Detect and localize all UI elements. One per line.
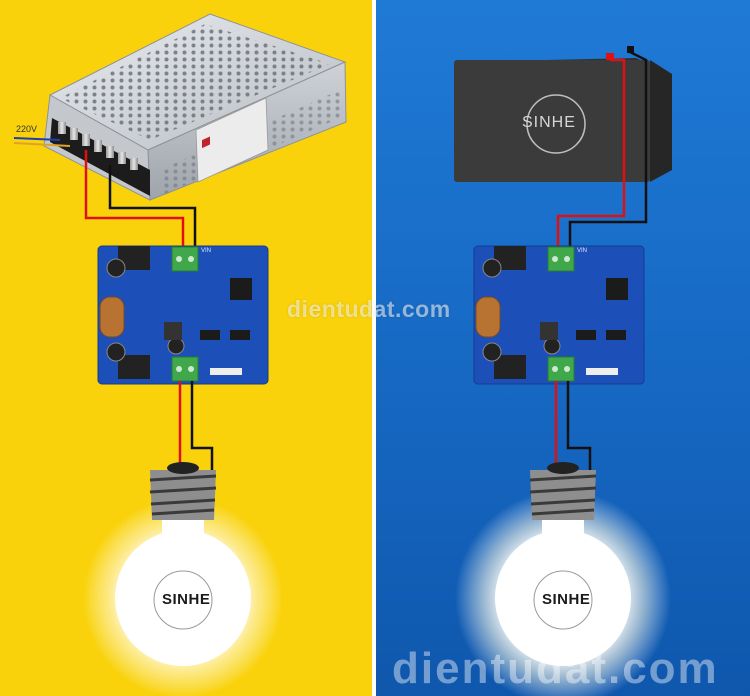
watermark-middle: dientudat.com	[287, 296, 451, 322]
ac-input-label: 220V	[16, 124, 38, 134]
right-bulb	[455, 462, 671, 696]
battery-label: SINHE	[522, 114, 576, 131]
battery-negative-terminal	[627, 46, 634, 53]
battery	[454, 46, 672, 182]
right-positive-wire	[556, 58, 626, 255]
terminal-screws	[58, 122, 138, 170]
panel-divider	[372, 0, 376, 696]
left-positive-wire	[84, 150, 185, 255]
right-buck-module	[473, 245, 645, 385]
left-buck-module	[97, 245, 269, 385]
left-negative-wire	[108, 165, 197, 255]
left-module-terminal-label: VIN	[201, 248, 212, 254]
right-negative-wire	[568, 50, 648, 255]
left-bulb-label: SINHE	[162, 591, 211, 608]
right-module-terminal-label: VIN	[577, 248, 588, 254]
right-bulb-label: SINHE	[542, 591, 591, 608]
watermark-bottom: dientudat.com	[392, 644, 719, 693]
battery-positive-terminal	[606, 53, 614, 60]
left-bulb	[83, 462, 283, 696]
power-supply	[13, 13, 347, 201]
